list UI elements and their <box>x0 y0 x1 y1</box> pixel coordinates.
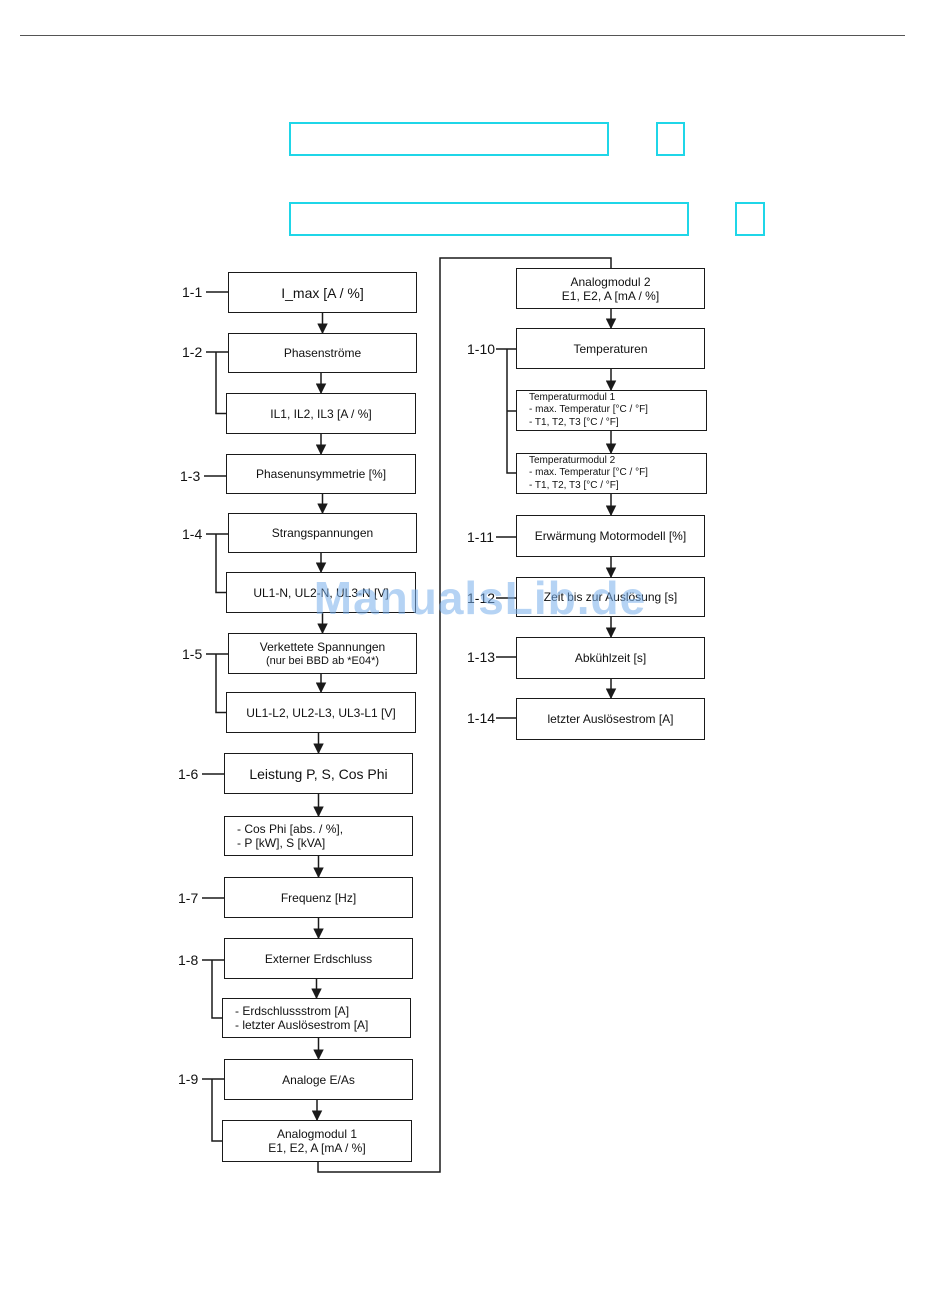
header-field-2 <box>289 202 689 236</box>
node-n15-line-1: E1, E2, A [mA / %] <box>268 1141 366 1155</box>
node-r1-line-1: E1, E2, A [mA / %] <box>561 288 660 303</box>
node-r6-line-0: Zeit bis zur Auslösung [s] <box>543 590 678 604</box>
node-n14-line-0: Analoge E/As <box>282 1072 355 1087</box>
header-field-2-box <box>735 202 765 236</box>
node-n2-line-0: Phasenströme <box>283 346 362 360</box>
node-r4-line-1: - max. Temperatur [°C / °F] <box>529 467 648 479</box>
node-r3-line-1: - max. Temperatur [°C / °F] <box>529 404 648 416</box>
node-r3: Temperaturmodul 1- max. Temperatur [°C /… <box>516 390 707 431</box>
node-n2: Phasenströme <box>228 333 417 373</box>
node-n12-line-0: Externer Erdschluss <box>264 951 373 966</box>
node-r5: Erwärmung Motormodell [%] <box>516 515 705 557</box>
node-r2-line-0: Temperaturen <box>573 341 648 356</box>
node-n4-line-0: Phasenunsymmetrie [%] <box>255 467 387 481</box>
node-r4-line-2: - T1, T2, T3 [°C / °F] <box>529 479 619 491</box>
node-r6: Zeit bis zur Auslösung [s] <box>516 577 705 617</box>
bracket-n2-n3 <box>215 352 226 415</box>
header-field-1 <box>289 122 609 156</box>
step-label-n2: 1-2 <box>182 344 203 360</box>
step-label-n11: 1-7 <box>178 890 199 906</box>
node-r3-line-0: Temperaturmodul 1 <box>529 391 616 403</box>
watermark: ManualsLib.de <box>313 572 647 624</box>
step-label-n5: 1-4 <box>182 526 203 542</box>
node-n7-line-0: Verkettete Spannungen <box>259 639 386 654</box>
column-link <box>317 257 612 1173</box>
step-label-r2: 1-10 <box>467 341 496 357</box>
node-r5-line-0: Erwärmung Motormodell [%] <box>534 529 687 543</box>
node-n6-line-0: UL1-N, UL2-N, UL3-N [V] <box>253 585 389 600</box>
node-n1: I_max [A / %] <box>228 272 417 313</box>
node-r4-line-0: Temperaturmodul 2 <box>529 454 616 466</box>
node-n5-line-0: Strangspannungen <box>271 526 374 540</box>
step-label-r8: 1-14 <box>467 710 496 726</box>
header-field-1-box <box>656 122 685 156</box>
node-n8: UL1-L2, UL2-L3, UL3-L1 [V] <box>226 692 416 733</box>
node-n4: Phasenunsymmetrie [%] <box>226 454 416 494</box>
node-n3: IL1, IL2, IL3 [A / %] <box>226 393 416 434</box>
node-r8: letzter Auslösestrom [A] <box>516 698 705 740</box>
step-label-n12: 1-8 <box>178 952 199 968</box>
node-n6: UL1-N, UL2-N, UL3-N [V] <box>226 572 416 613</box>
node-n9: Leistung P, S, Cos Phi <box>224 753 413 794</box>
node-n1-line-0: I_max [A / %] <box>281 284 364 301</box>
node-n9-line-0: Leistung P, S, Cos Phi <box>249 765 388 782</box>
step-label-n9: 1-6 <box>178 766 199 782</box>
node-n7-line-1: (nur bei BBD ab *E04*) <box>265 654 380 667</box>
step-label-n14: 1-9 <box>178 1071 199 1087</box>
node-n13-line-0: - Erdschlussstrom [A] <box>235 1004 350 1018</box>
node-r3-line-2: - T1, T2, T3 [°C / °F] <box>529 416 619 428</box>
step-label-r7: 1-13 <box>467 649 496 665</box>
node-r2: Temperaturen <box>516 328 705 369</box>
node-n5: Strangspannungen <box>228 513 417 553</box>
step-label-r5: 1-11 <box>467 529 494 545</box>
step-label-n1: 1-1 <box>182 284 203 300</box>
node-n7: Verkettete Spannungen(nur bei BBD ab *E0… <box>228 633 417 674</box>
node-n8-line-0: UL1-L2, UL2-L3, UL3-L1 [V] <box>246 705 396 720</box>
header-rule <box>20 35 905 36</box>
bracket-n7-n8 <box>215 654 226 714</box>
node-n13: - Erdschlussstrom [A]- letzter Auslösest… <box>222 998 411 1038</box>
node-n10-line-1: - P [kW], S [kVA] <box>237 836 326 850</box>
step-label-n4: 1-3 <box>180 468 201 484</box>
bracket-n5-n6 <box>215 534 226 594</box>
node-n10-line-0: - Cos Phi [abs. / %], <box>237 822 344 836</box>
node-n11-line-0: Frequenz [Hz] <box>280 890 357 905</box>
node-n15-line-0: Analogmodul 1 <box>276 1127 358 1141</box>
node-n3-line-0: IL1, IL2, IL3 [A / %] <box>270 406 372 421</box>
node-n11: Frequenz [Hz] <box>224 877 413 918</box>
node-r7: Abkühlzeit [s] <box>516 637 705 679</box>
node-n13-line-1: - letzter Auslösestrom [A] <box>235 1018 369 1032</box>
node-n10: - Cos Phi [abs. / %],- P [kW], S [kVA] <box>224 816 413 856</box>
node-r1-line-0: Analogmodul 2 <box>570 274 651 289</box>
node-r4: Temperaturmodul 2- max. Temperatur [°C /… <box>516 453 707 494</box>
step-label-n7: 1-5 <box>182 646 203 662</box>
node-r7-line-0: Abkühlzeit [s] <box>574 651 647 665</box>
bracket-n14-n15 <box>211 1079 222 1142</box>
node-n14: Analoge E/As <box>224 1059 413 1100</box>
node-r8-line-0: letzter Auslösestrom [A] <box>547 712 674 726</box>
node-n12: Externer Erdschluss <box>224 938 413 979</box>
step-label-r6: 1-12 <box>467 590 496 606</box>
bracket-r2-r4 <box>506 349 516 474</box>
bracket-n12-n13 <box>211 960 222 1019</box>
